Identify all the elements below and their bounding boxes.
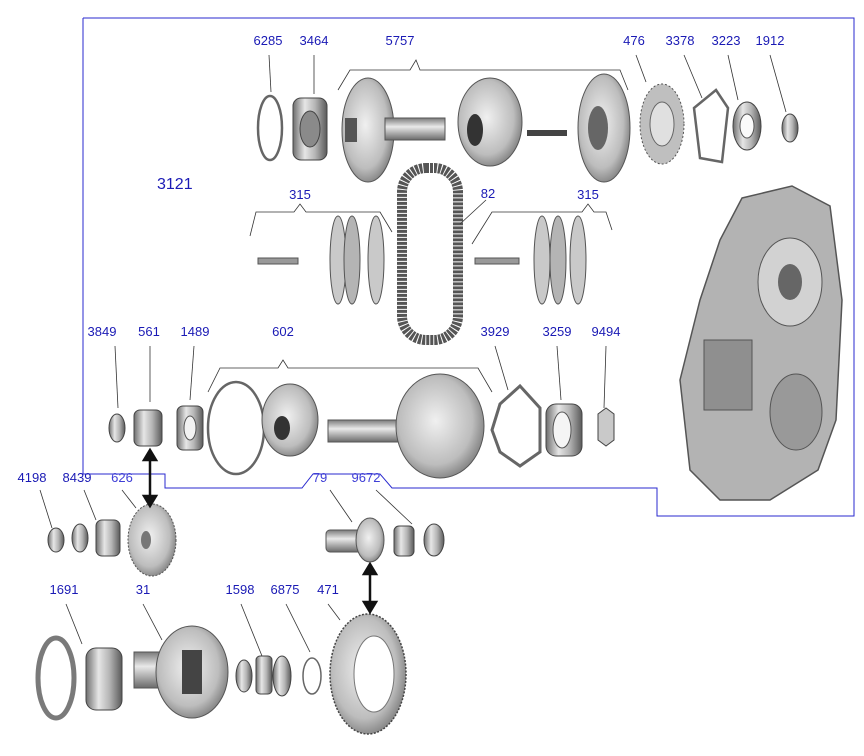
- part-label-8439: 8439: [62, 470, 92, 485]
- part-label-31: 31: [135, 582, 151, 597]
- part-label-4198: 4198: [17, 470, 47, 485]
- part-label-79: 79: [312, 470, 328, 485]
- part-label-3929: 3929: [480, 324, 510, 339]
- part-label-3378: 3378: [665, 33, 695, 48]
- gasket-3378: [692, 88, 730, 164]
- bearing-1912: [781, 113, 799, 143]
- bearing-1489: [176, 405, 204, 451]
- drive-chain-82: [397, 163, 463, 345]
- gear-626: [127, 503, 177, 577]
- bearing-4198: [47, 527, 65, 553]
- assembly-number-label: 3121: [157, 176, 193, 193]
- tone-wheel-476: [639, 83, 685, 165]
- mesh-arrow-79-471: [361, 561, 379, 615]
- bearing-8439: [71, 519, 121, 557]
- nut-9494: [597, 407, 615, 447]
- part-label-1912: 1912: [755, 33, 785, 48]
- part-label-1691: 1691: [49, 582, 79, 597]
- part-label-3259: 3259: [542, 324, 572, 339]
- transmission-case: [679, 185, 843, 501]
- bearing-3849: [108, 413, 126, 443]
- bearing-3223: [732, 101, 762, 151]
- bearing-3464: [292, 97, 328, 161]
- bearing-1598: [235, 655, 273, 695]
- gasket-3929: [490, 383, 542, 468]
- leader-lines: [39, 54, 787, 657]
- part-label-5757: 5757: [385, 33, 415, 48]
- part-label-3464: 3464: [299, 33, 329, 48]
- bearing-9672: [393, 523, 445, 557]
- mesh-arrow-561-626: [141, 447, 159, 509]
- part-label-9672: 9672: [351, 470, 381, 485]
- variator-pulley-315-left: [257, 215, 385, 305]
- bearing-3259: [545, 403, 583, 457]
- part-label-1489: 1489: [180, 324, 210, 339]
- part-label-602: 602: [272, 324, 294, 339]
- shim-6875: [272, 655, 322, 697]
- part-label-6875: 6875: [270, 582, 300, 597]
- pinion-shaft-79: [325, 517, 385, 563]
- part-label-3849: 3849: [87, 324, 117, 339]
- bearing-race-1691: [35, 635, 123, 721]
- part-label-315-left: 315: [289, 187, 311, 202]
- part-label-82: 82: [480, 186, 496, 201]
- assembly-boundary: [82, 17, 855, 517]
- part-label-315-right: 315: [577, 187, 599, 202]
- clutch-drum-602: [261, 373, 485, 479]
- differential-31: [133, 625, 229, 719]
- gear-561: [133, 409, 163, 447]
- snap-ring-6285: [256, 94, 284, 162]
- part-label-9494: 9494: [591, 324, 621, 339]
- part-label-471: 471: [317, 582, 339, 597]
- part-label-1598: 1598: [225, 582, 255, 597]
- part-label-6285: 6285: [253, 33, 283, 48]
- snap-ring-602: [206, 380, 266, 476]
- part-label-3223: 3223: [711, 33, 741, 48]
- pulley-shaft-5757: [341, 73, 631, 183]
- part-label-476: 476: [623, 33, 645, 48]
- variator-pulley-315-right: [474, 215, 587, 305]
- part-label-561: 561: [138, 324, 160, 339]
- ring-gear-471: [329, 613, 407, 735]
- part-label-626: 626: [111, 470, 133, 485]
